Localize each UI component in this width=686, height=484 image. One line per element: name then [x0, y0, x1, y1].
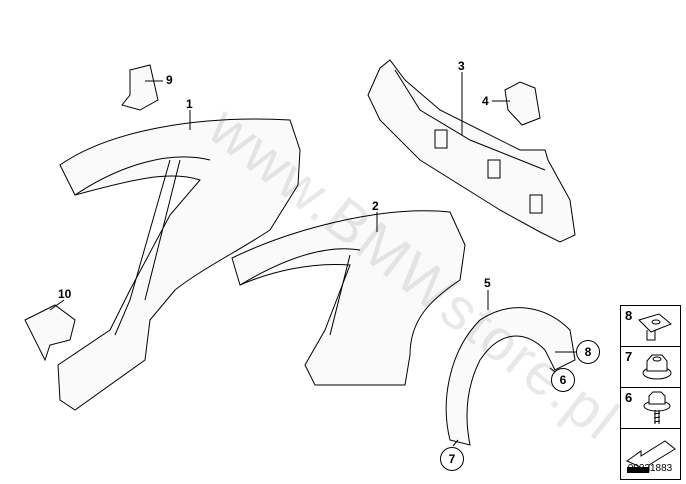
hex-bolt-icon	[643, 391, 671, 424]
document-number: 00221883	[627, 463, 673, 474]
callout-3: 3	[458, 59, 465, 73]
part-1-side-panel	[57, 118, 301, 411]
circled-callout-7: 7	[440, 447, 464, 471]
part-3-rear-panel	[367, 59, 576, 243]
hex-nut-icon	[642, 354, 672, 380]
callout-10: 10	[58, 287, 72, 301]
legend-number: 7	[625, 349, 633, 364]
callout-9: 9	[166, 73, 173, 87]
part-4-bracket	[504, 81, 541, 126]
circled-callout-8: 8	[576, 340, 600, 364]
part-10-bracket	[24, 304, 76, 362]
callout-4: 4	[482, 94, 489, 108]
legend-clip-nut: 8	[621, 306, 680, 347]
part-5-wheel-liner	[445, 307, 576, 446]
legend-number: 8	[625, 308, 633, 323]
part-9-bracket	[121, 64, 159, 111]
fastener-legend: 8 7 6	[620, 305, 681, 480]
part-2-outer-panel	[231, 210, 466, 386]
callout-5: 5	[484, 276, 491, 290]
callout-1: 1	[186, 97, 193, 111]
legend-direction-arrow	[621, 429, 680, 479]
circled-callout-6: 6	[551, 368, 575, 392]
callout-2: 2	[372, 199, 379, 213]
clip-nut-icon	[638, 313, 672, 341]
legend-hex-nut: 7	[621, 347, 680, 388]
front-direction-arrow-icon	[626, 440, 676, 473]
legend-hex-bolt: 6	[621, 388, 680, 429]
legend-number: 6	[625, 390, 633, 405]
